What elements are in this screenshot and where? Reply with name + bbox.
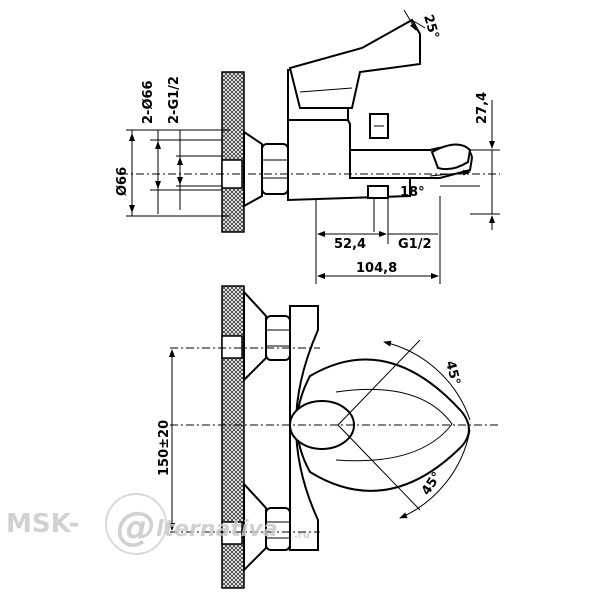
watermark-suffix: lternativa — [156, 517, 278, 542]
front-view: 45° 45° 150±20 — [157, 285, 500, 589]
eccentric-upper — [243, 289, 267, 383]
dim-angle-45-upper: 45° — [442, 359, 463, 386]
flange-side — [243, 130, 263, 208]
side-view: Ø66 2-Ø66 2-G1/2 25° 27,4 18° 52,4 G1/2 … — [115, 9, 500, 284]
dim-dia-66: Ø66 — [115, 167, 130, 196]
nut-side — [261, 143, 289, 195]
dim-g1-2: G1/2 — [398, 237, 432, 252]
dim-2-g1-2: 2-G1/2 — [167, 76, 182, 124]
lever-handle-side — [288, 18, 421, 109]
dim-52-4: 52,4 — [334, 237, 366, 252]
watermark-prefix: MSK- — [6, 509, 79, 539]
shower-outlet-side — [367, 185, 389, 199]
wall-front — [221, 285, 245, 589]
dim-angle-18: 18° — [400, 185, 425, 200]
wall-side — [221, 71, 245, 233]
dim-104-8: 104,8 — [356, 261, 397, 276]
dim-27-4: 27,4 — [475, 92, 490, 124]
dim-150-20: 150±20 — [157, 420, 172, 476]
watermark: MSK- @ lternativa .ru — [6, 493, 310, 555]
wall-pipe-lower — [221, 521, 243, 545]
dim-2-dia-66: 2-Ø66 — [141, 80, 156, 124]
dim-angle-25: 25° — [420, 13, 441, 41]
wall-pipe-upper — [221, 335, 243, 359]
nut-upper — [265, 315, 291, 361]
aerator-side — [430, 143, 472, 171]
watermark-at: @ — [116, 504, 156, 550]
watermark-tld: .ru — [294, 530, 310, 541]
